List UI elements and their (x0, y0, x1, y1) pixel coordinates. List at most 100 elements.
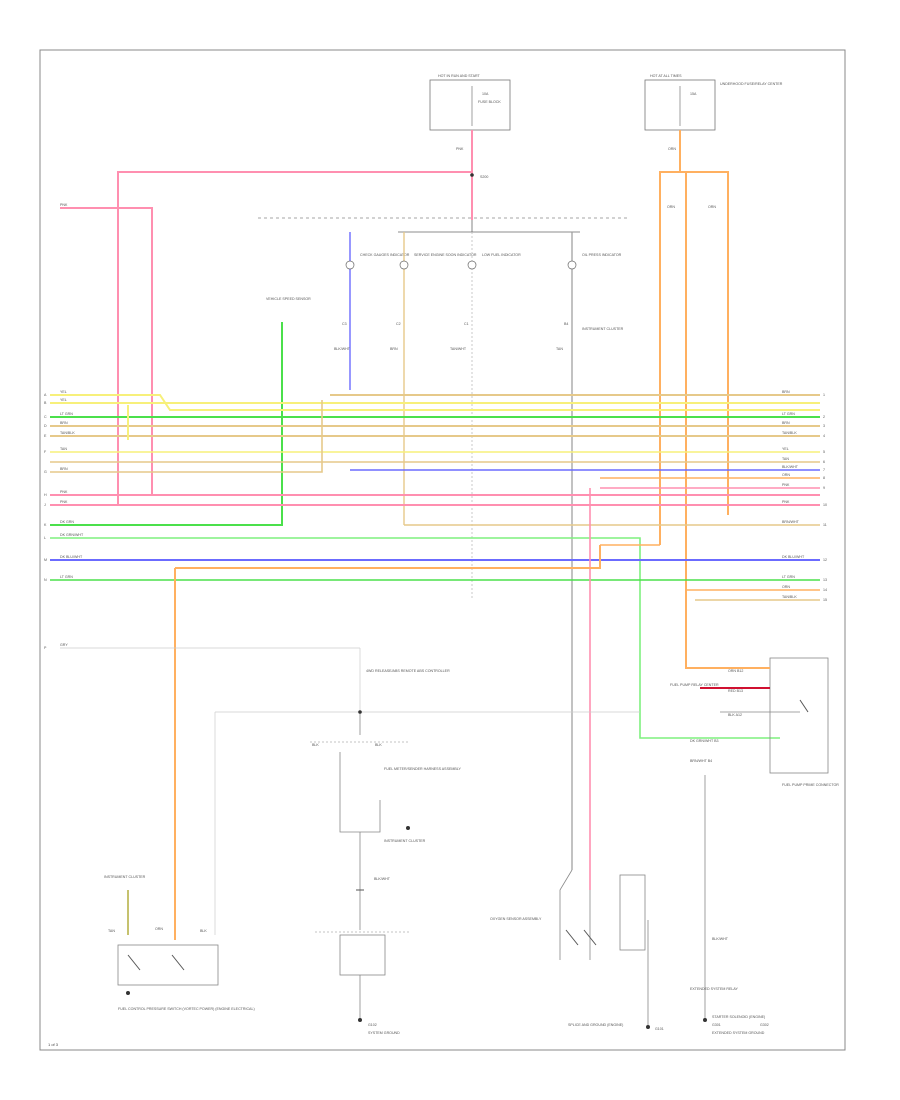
fuel-pump-relay-box: FUEL PUMP RELAY CENTER ORN B12 RED B13 B… (670, 657, 839, 787)
indicator-service-engine: SERVICE ENGINE SOON INDICATOR C2 BRN (390, 232, 477, 525)
oxygen-sensor-assembly: OXYGEN SENSOR ASSEMBLY G101 SPLICE AND G… (490, 869, 664, 1031)
fuse-left-rating: 10A (482, 92, 489, 96)
left-bus-wire-label: TAN (60, 447, 67, 451)
oxygen-sensor-label: OXYGEN SENSOR ASSEMBLY (490, 917, 542, 921)
right-bus-pin: 13 (823, 578, 827, 582)
right-bus-wire-label: PNK (782, 500, 790, 504)
left-bus-wire-label: DK BLU/WHT (60, 555, 83, 559)
left-bus-pin: M (44, 558, 47, 562)
relay-box-footer: FUEL PUMP PRIME CONNECTOR (782, 783, 839, 787)
left-bus-pin: C (44, 415, 47, 419)
right-bus-pin: 12 (823, 558, 827, 562)
relay-box-title: FUEL PUMP RELAY CENTER (670, 683, 719, 687)
right-bus-pin: 2 (823, 415, 825, 419)
svg-text:ORN: ORN (155, 927, 163, 931)
right-bus-wire-label: LT GRN (782, 412, 795, 416)
svg-text:EXTENDED SYSTEM GROUND: EXTENDED SYSTEM GROUND (712, 1031, 765, 1035)
label-wire-b: ORN (668, 147, 676, 151)
left-bus-pin: F (44, 450, 47, 454)
wire-pink-left-b (60, 207, 153, 495)
oxygen-ground-desc: SPLICE AND GROUND (ENGINE) (568, 1023, 623, 1027)
fuse-block-left: HOT IN RUN AND START 10A FUSE BLOCK (429, 74, 511, 131)
vehicle-speed-sensor: VEHICLE SPEED SENSOR (50, 297, 311, 526)
right-bus-pin: 4 (823, 434, 825, 438)
label-left-pnk: PNK (60, 203, 68, 207)
right-bus-wire-label: BRN (782, 421, 790, 425)
controller-text: 4WD RELEASE/ABS REMOTE ABS CONTROLLER (366, 669, 450, 673)
page-mark: 1 of 3 (48, 1042, 59, 1047)
sensor-block: BLK/WHT G102 SYSTEM GROUND (315, 832, 410, 1035)
left-bus-pin: G (44, 470, 47, 474)
left-bus-wire-label: DK GRN (60, 520, 74, 524)
left-bus-pin: K (44, 523, 47, 527)
left-bus-pin: D (44, 424, 47, 428)
right-bus-wire-label: BLK/WHT (782, 465, 799, 469)
svg-text:ORN B12: ORN B12 (728, 669, 743, 673)
svg-text:G301: G301 (712, 1023, 721, 1027)
left-bus-wire-label: TAN/BLK (60, 431, 75, 435)
svg-text:RED B13: RED B13 (728, 689, 743, 693)
indicator-2-wire: BRN (390, 347, 398, 351)
fuse-left-desc: FUSE BLOCK (478, 100, 501, 104)
svg-text:VEHICLE SPEED SENSOR: VEHICLE SPEED SENSOR (266, 297, 311, 301)
right-bus-wire-label: BRN/WHT (782, 520, 800, 524)
left-bus-pin: H (44, 493, 47, 497)
left-bus-pin: A (44, 393, 47, 397)
fuse-right-desc: UNDERHOOD FUSE/RELAY CENTER (720, 82, 783, 86)
left-bus-wire-label: PNK (60, 500, 68, 504)
svg-text:BRN/WHT B4: BRN/WHT B4 (690, 759, 712, 763)
svg-text:TAN: TAN (108, 929, 115, 933)
svg-text:G101: G101 (655, 1027, 664, 1031)
indicator-2-name: SERVICE ENGINE SOON INDICATOR (414, 253, 477, 257)
indicator-oil-press: OIL PRESS INDICATOR B4 TAN INSTRUMENT CL… (556, 232, 624, 870)
indicator-1-pin: C3 (342, 322, 347, 326)
right-bus-pin: 9 (823, 486, 825, 490)
svg-text:SYSTEM GROUND: SYSTEM GROUND (368, 1031, 400, 1035)
right-bus-wire-label: ORN (782, 473, 790, 477)
left-bus-wire-label: BRN (60, 467, 68, 471)
svg-text:DK GRN/WHT B3: DK GRN/WHT B3 (690, 739, 719, 743)
svg-text:EXTENDED SYSTEM RELAY: EXTENDED SYSTEM RELAY (690, 987, 738, 991)
indicator-2-pin: C2 (396, 322, 401, 326)
wire-brn-2 (50, 400, 323, 473)
svg-text:BLK A12: BLK A12 (728, 713, 742, 717)
indicator-4-name: OIL PRESS INDICATOR (582, 253, 622, 257)
svg-text:INSTRUMENT CLUSTER: INSTRUMENT CLUSTER (104, 875, 146, 879)
pin-block-label: INSTRUMENT CLUSTER (384, 839, 426, 843)
right-bus-wire-label: LT GRN (782, 575, 795, 579)
right-bus-pin: 3 (823, 424, 825, 428)
left-bus-pin: B (44, 401, 47, 405)
svg-text:BLK: BLK (200, 929, 207, 933)
right-bus-pin: 8 (823, 476, 825, 480)
label-splice: S200 (480, 175, 488, 179)
right-bus-pin: 15 (823, 598, 827, 602)
left-bus-pin: E (44, 434, 47, 438)
label-orn-a: ORN (667, 205, 675, 209)
label-orn-b: ORN (708, 205, 716, 209)
fuel-pressure-switch: INSTRUMENT CLUSTER TAN ORN BLK FUEL CONT… (104, 875, 255, 1011)
fuse-left-title: HOT IN RUN AND START (438, 74, 481, 78)
indicator-3-wire: TAN/WHT (450, 347, 467, 351)
svg-text:STARTER SOLENOID (ENGINE): STARTER SOLENOID (ENGINE) (712, 1015, 765, 1019)
right-bus-wire-label: TAN (782, 457, 789, 461)
left-bus-wire-label: DK GRN/WHT (60, 533, 84, 537)
right-bus-wire-label: ORN (782, 585, 790, 589)
indicator-group-label: INSTRUMENT CLUSTER (582, 327, 624, 331)
main-harness (50, 394, 820, 940)
controller-block: BLK BLK FUEL METER/SENDER HARNESS ASSEMB… (310, 741, 461, 843)
wire-pink-left-loop (117, 171, 472, 505)
left-bus-wire-label: YEL (60, 398, 67, 402)
splice-dot-top (470, 173, 474, 177)
fuse-right-title: HOT AT ALL TIMES (650, 74, 682, 78)
left-bus-pin: J (44, 503, 46, 507)
extended-system-relay: BLK/WHT EXTENDED SYSTEM RELAY STARTER SO… (690, 775, 769, 1035)
indicator-4-pin: B4 (564, 322, 568, 326)
left-bus-wire-label: GRY (60, 643, 68, 647)
svg-text:BLK/WHT: BLK/WHT (712, 937, 729, 941)
indicator-check-gauges: CHECK GAUGES INDICATOR C3 BLK/WHT (334, 232, 410, 390)
right-bus-pin: 11 (823, 523, 827, 527)
indicator-3-pin: C1 (464, 322, 469, 326)
right-bus-pin: 14 (823, 588, 827, 592)
